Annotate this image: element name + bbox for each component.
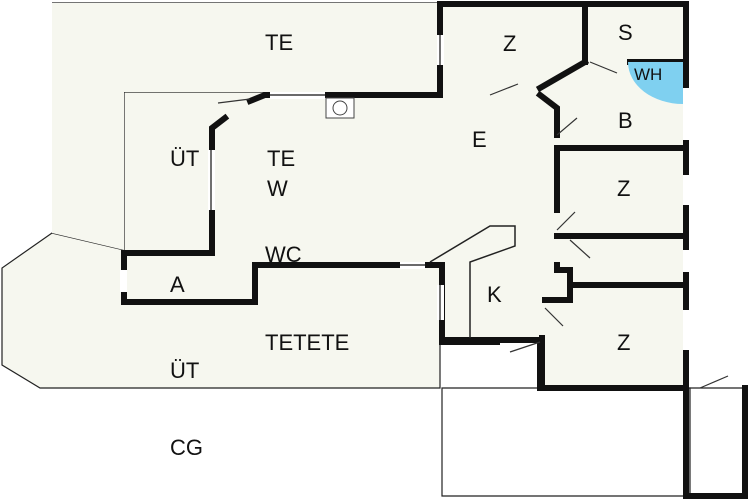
wall-b-diagonal [535, 90, 560, 138]
water-heater-icon [628, 62, 683, 104]
door-swing [556, 117, 578, 136]
door-swing [544, 307, 564, 327]
room-label-wc: WC [265, 242, 302, 267]
window [120, 270, 127, 292]
carport-area [441, 387, 691, 497]
wall-upper-left [246, 92, 443, 105]
room-label-ut-left: ÜT [170, 146, 199, 171]
room-label-z-bottom: Z [617, 330, 630, 355]
appliance-box [325, 97, 355, 119]
wall-z-diagonal [535, 57, 590, 93]
room-label-wh: WH [634, 65, 662, 84]
window [683, 250, 690, 272]
door-swing [509, 341, 541, 353]
annex-wall [683, 385, 748, 499]
room-label-z-mid: Z [617, 176, 630, 201]
annex-area [689, 387, 746, 497]
door-swing [699, 375, 729, 389]
room-label-a: A [170, 272, 185, 297]
door-swing [217, 98, 251, 104]
wall-k-right [542, 262, 573, 303]
room-label-s: S [618, 20, 633, 45]
door-swing [589, 61, 618, 74]
room-label-tetete: TETETE [265, 330, 349, 355]
window [683, 88, 690, 140]
door-swing [569, 239, 591, 259]
room-label-w: W [267, 176, 288, 201]
window [683, 175, 690, 205]
room-label-te-top: TE [265, 30, 293, 55]
room-label-e: E [472, 127, 487, 152]
room-label-ut-bottom: ÜT [170, 358, 199, 383]
room-label-z-top: Z [503, 31, 516, 56]
room-label-b: B [618, 108, 633, 133]
door-swing [489, 83, 519, 96]
window [683, 310, 690, 350]
room-label-te-mid: TE [267, 146, 295, 171]
room-label-k: K [487, 282, 502, 307]
room-label-cg: CG [170, 435, 203, 460]
terrace-area [52, 3, 440, 250]
door-swing [556, 211, 576, 231]
kitchen-counter [429, 225, 516, 338]
appliance-drum-icon [332, 100, 348, 116]
